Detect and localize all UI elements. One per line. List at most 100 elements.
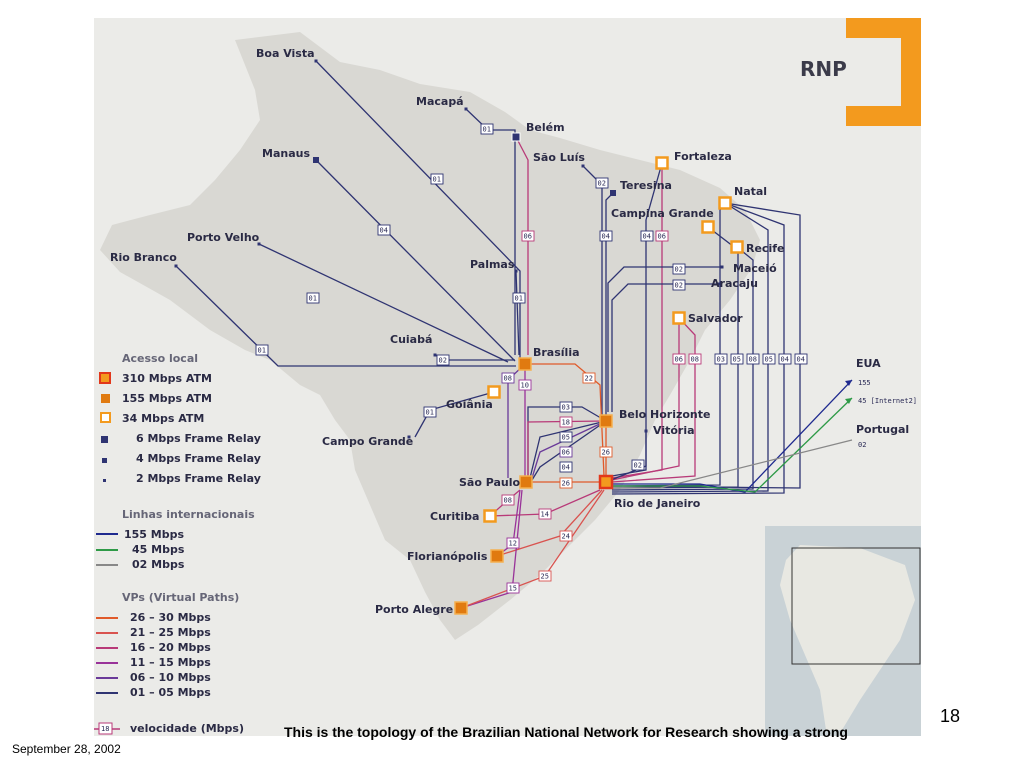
legend-vp2-text: 21 – 25 Mbps (130, 626, 211, 639)
node-marker (490, 549, 504, 563)
speed-label-box (688, 353, 702, 365)
speed-label-floripa-a: 12 (506, 537, 520, 549)
rnp-logo-text: RNP (800, 57, 847, 81)
city-label: Teresina (620, 179, 672, 192)
city-manaus: Manaus (262, 147, 319, 163)
link-bh-6 (531, 420, 607, 481)
speed-label-bsb-sp-a: 08 (501, 372, 515, 384)
node-marker (518, 357, 532, 371)
node-marker (433, 353, 437, 357)
speed-label-fortaleza-a: 04 (640, 230, 654, 242)
speed-label-curitiba-b: 14 (538, 508, 552, 520)
speed-label-box (255, 344, 269, 356)
speed-label-ne-2: 05 (730, 353, 744, 365)
speed-label-text: 05 (562, 434, 570, 442)
city-label: Salvador (688, 312, 743, 325)
link-ne-2 (611, 226, 739, 489)
city-florianopolis: Florianópolis (407, 549, 504, 563)
speed-label-teresina: 04 (599, 230, 613, 242)
speed-label-fortaleza-b: 06 (655, 230, 669, 242)
speed-label-text: 04 (797, 356, 805, 364)
city-sao-luis: São Luís (533, 151, 585, 168)
slide-date: September 28, 2002 (12, 742, 121, 756)
legend-vps-title: VPs (Virtual Paths) (122, 591, 239, 604)
city-label: Vitória (653, 424, 695, 437)
city-label: Palmas (470, 258, 515, 271)
speed-label-ne-4: 05 (762, 353, 776, 365)
speed-label-text: 05 (765, 356, 773, 364)
node-marker (718, 196, 732, 210)
city-recife: Recife (730, 240, 784, 255)
speed-label-box (714, 353, 728, 365)
speed-label-text: 25 (541, 573, 549, 581)
city-label: Campina Grande (611, 207, 714, 220)
legend-4-text: 4 Mbps Frame Relay (136, 452, 261, 465)
speed-label-box (631, 459, 645, 471)
city-label: Campo Grande (322, 435, 413, 448)
speed-label-box (640, 230, 654, 242)
link-salvador-b (611, 317, 696, 483)
speed-label-aracaju: 02 (672, 279, 686, 291)
legend-vp3-text: 16 – 20 Mbps (130, 641, 211, 654)
city-brasilia: Brasília (518, 346, 580, 371)
city-label: Florianópolis (407, 550, 488, 563)
speed-label-bh-6: 04 (559, 461, 573, 473)
speed-label-text: 05 (733, 356, 741, 364)
city-campina-grande: Campina Grande (611, 207, 715, 234)
speed-label-poa-a: 15 (506, 582, 520, 594)
speed-label-box (582, 372, 596, 384)
speed-label-box (436, 354, 450, 366)
legend-155-text: 155 Mbps ATM (122, 392, 212, 405)
legend-vp6-text: 01 – 05 Mbps (130, 686, 211, 699)
city-label: São Luís (533, 151, 585, 164)
node-marker (599, 414, 613, 428)
speed-label-box (559, 416, 573, 428)
portugal-label: Portugal (856, 423, 909, 436)
eua-155-label: 155 (858, 379, 871, 387)
node-marker (716, 282, 720, 286)
speed-label-text: 04 (602, 233, 610, 241)
city-label: Natal (734, 185, 767, 198)
node-marker (174, 264, 178, 268)
speed-label-box (506, 582, 520, 594)
city-belem: Belém (511, 121, 565, 142)
speed-label-text: 12 (509, 540, 517, 548)
node-marker (454, 601, 468, 615)
link-ne-3 (611, 246, 754, 491)
link-boa-vista (315, 60, 521, 360)
speed-label-box (672, 353, 686, 365)
link-manaus (315, 159, 516, 362)
speed-label-text: 26 (562, 480, 570, 488)
speed-label-bh-1: 03 (559, 401, 573, 413)
node-marker (701, 220, 715, 234)
speed-label-text: 06 (675, 356, 683, 364)
legend-4-icon (102, 458, 107, 463)
node-marker (511, 132, 521, 142)
city-label: São Paulo (459, 476, 521, 489)
speed-label-box (746, 353, 760, 365)
speed-label-box (430, 173, 444, 185)
legend-45-line-text: 45 Mbps (132, 543, 185, 556)
node-marker (483, 509, 497, 523)
speed-label-text: 15 (509, 585, 517, 593)
speed-label-box (538, 570, 552, 582)
speed-label-text: 04 (562, 464, 570, 472)
legend-310-text: 310 Mbps ATM (122, 372, 212, 385)
city-campo-grande: Campo Grande (322, 435, 413, 448)
node-marker (581, 164, 585, 168)
legend-155-icon (101, 394, 110, 403)
city-sao-paulo: São Paulo (459, 475, 533, 489)
city-label: Macapá (416, 95, 464, 108)
speed-label-box (778, 353, 792, 365)
city-palmas: Palmas (470, 258, 518, 273)
speed-label-box (559, 530, 573, 542)
speed-label-bh-4: 06 (559, 446, 573, 458)
city-label: Goiânia (446, 398, 493, 411)
node-marker (313, 157, 319, 163)
city-teresina: Teresina (610, 179, 672, 196)
city-label: Maceió (733, 262, 777, 275)
speed-label-text: 22 (585, 375, 593, 383)
city-label: Belo Horizonte (619, 408, 710, 421)
city-goiania: Goiânia (446, 385, 501, 411)
legend-vp4-text: 11 – 15 Mbps (130, 656, 211, 669)
